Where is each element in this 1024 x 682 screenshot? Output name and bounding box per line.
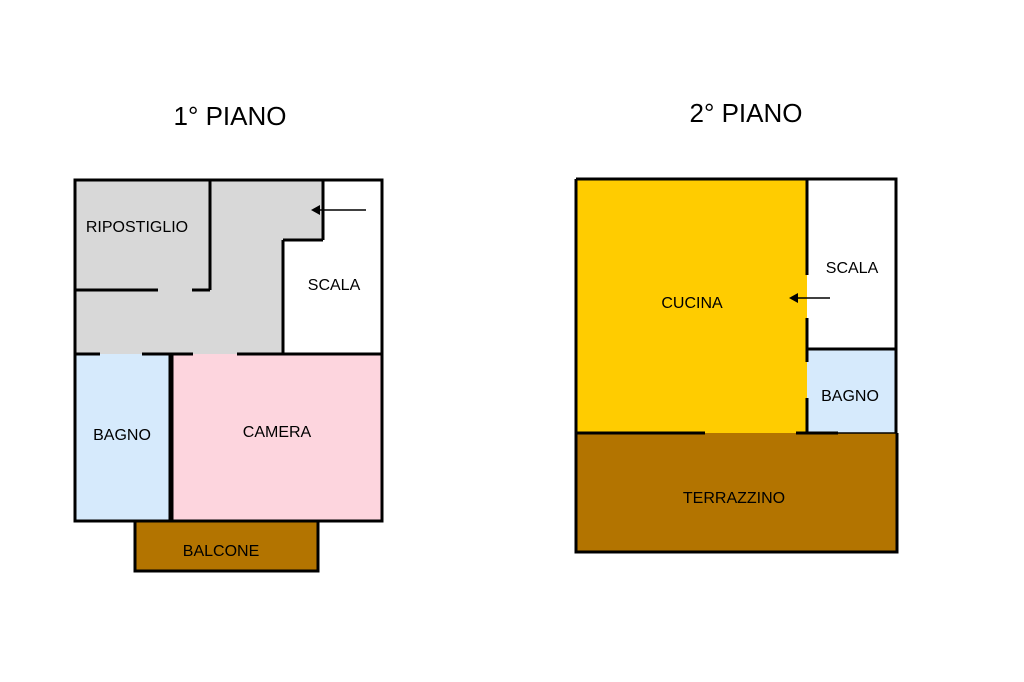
label-bagno-2: BAGNO xyxy=(821,388,879,405)
room-camera xyxy=(171,354,382,521)
stair-arrow-2 xyxy=(789,293,830,303)
arrow-left-icon xyxy=(311,205,320,215)
label-scala-2: SCALA xyxy=(826,260,879,277)
floor-1-plan: 1° PIANO RIPOSTIGLI xyxy=(73,101,384,573)
floor-1-walls xyxy=(73,178,384,573)
label-terrazzino: TERRAZZINO xyxy=(683,490,785,507)
label-scala-1: SCALA xyxy=(308,277,361,294)
room-balcone xyxy=(135,521,318,571)
room-bagno-1 xyxy=(75,354,171,521)
arrow-left-icon xyxy=(789,293,798,303)
floor-2-plan: 2° PIANO CUCINA SCALA BAGNO TERRAZZINO xyxy=(574,98,899,554)
label-bagno-1: BAGNO xyxy=(93,427,151,444)
room-scala-2 xyxy=(807,179,896,349)
label-camera: CAMERA xyxy=(243,424,312,441)
label-balcone: BALCONE xyxy=(183,543,259,560)
floor-1-title: 1° PIANO xyxy=(174,101,287,131)
outer-wall-1 xyxy=(73,178,384,523)
room-scala xyxy=(283,240,382,354)
room-bagno-2 xyxy=(807,349,896,433)
room-ripostiglio-area xyxy=(75,180,283,354)
room-terrazzino xyxy=(576,433,897,552)
floor-2-walls xyxy=(574,177,899,554)
label-ripostiglio: RIPOSTIGLIO xyxy=(86,219,188,236)
stair-arrow-1 xyxy=(311,205,366,215)
room-cucina xyxy=(576,179,807,433)
label-cucina: CUCINA xyxy=(661,295,723,312)
balcone-wall xyxy=(133,521,320,573)
floor-2-title: 2° PIANO xyxy=(690,98,803,128)
